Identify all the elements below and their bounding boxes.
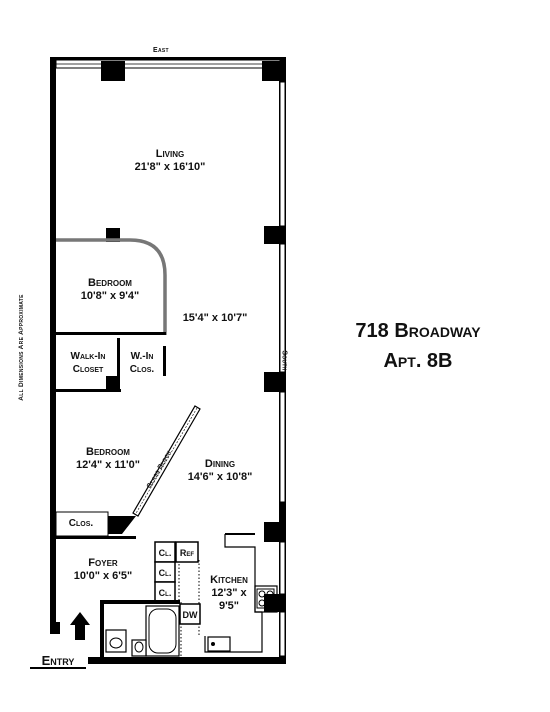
walkin-line1: Walk-In	[70, 351, 106, 362]
bathroom	[100, 600, 201, 657]
kitchen-name: Kitchen	[210, 574, 248, 586]
compass-south: South	[280, 350, 288, 371]
closet-cl3: Cl.	[158, 588, 172, 598]
kitchen-outline	[204, 534, 278, 653]
bedroom2-label: Bedroom 12'4" x 11'0"	[58, 446, 158, 472]
dining-size: 14'6" x 10'8"	[187, 471, 253, 483]
bedroom1-walls	[56, 238, 167, 335]
closet-cl2: Cl.	[158, 568, 172, 578]
listing-address: 718 Broadway	[355, 320, 481, 342]
bedroom1-name: Bedroom	[88, 277, 132, 289]
foyer-size: 10'0" x 6'5"	[73, 570, 133, 582]
living-label: Living 21'8" x 16'10"	[110, 148, 230, 174]
dining-name: Dining	[204, 458, 236, 470]
win-line2: Clos.	[129, 364, 155, 375]
compass-east: East	[153, 47, 169, 54]
kitchen-size-2: 9'5"	[218, 600, 240, 612]
win-closet-label: W.-In Clos.	[120, 350, 164, 376]
range-icon	[256, 588, 275, 609]
listing-unit: Apt. 8B	[383, 350, 453, 372]
disclaimer: All Dimensions Are Approximate	[17, 294, 25, 401]
kitchen-sink	[207, 636, 231, 652]
living-size: 21'8" x 16'10"	[134, 161, 206, 173]
top-window	[55, 59, 281, 69]
walkin-line2: Closet	[72, 364, 104, 375]
entry	[30, 612, 90, 669]
foyer-label: Foyer 10'0" x 6'5"	[58, 557, 148, 583]
columns	[101, 61, 284, 612]
entry-label: Entry	[41, 653, 75, 668]
bedroom1-label: Bedroom 10'8" x 9'4"	[60, 277, 160, 303]
kitchen-label: Kitchen 12'3" x 9'5"	[198, 574, 260, 613]
closet-label: Clos.	[68, 518, 94, 529]
bedroom2-size: 12'4" x 11'0"	[76, 459, 140, 471]
win-line1: W.-In	[130, 351, 154, 362]
living-name: Living	[155, 148, 185, 160]
walkin-closet-label: Walk-In Closet	[58, 350, 118, 376]
closet-outline	[55, 511, 109, 537]
foyer-name: Foyer	[88, 557, 118, 569]
bedroom1-size: 10'8" x 9'4"	[80, 290, 140, 302]
dishwasher-label: DW	[182, 610, 198, 620]
glass-block-wall	[132, 405, 201, 517]
interior-walls	[56, 332, 255, 539]
kitchen-size-1: 12'3" x	[211, 587, 247, 599]
dining-label: Dining 14'6" x 10'8"	[170, 458, 270, 484]
center-size: 15'4" x 10'7"	[182, 312, 248, 324]
closet-cl1: Cl.	[158, 548, 172, 558]
ref-label: Ref	[179, 548, 195, 558]
south-windows	[279, 81, 286, 657]
bedroom2-name: Bedroom	[86, 446, 130, 458]
